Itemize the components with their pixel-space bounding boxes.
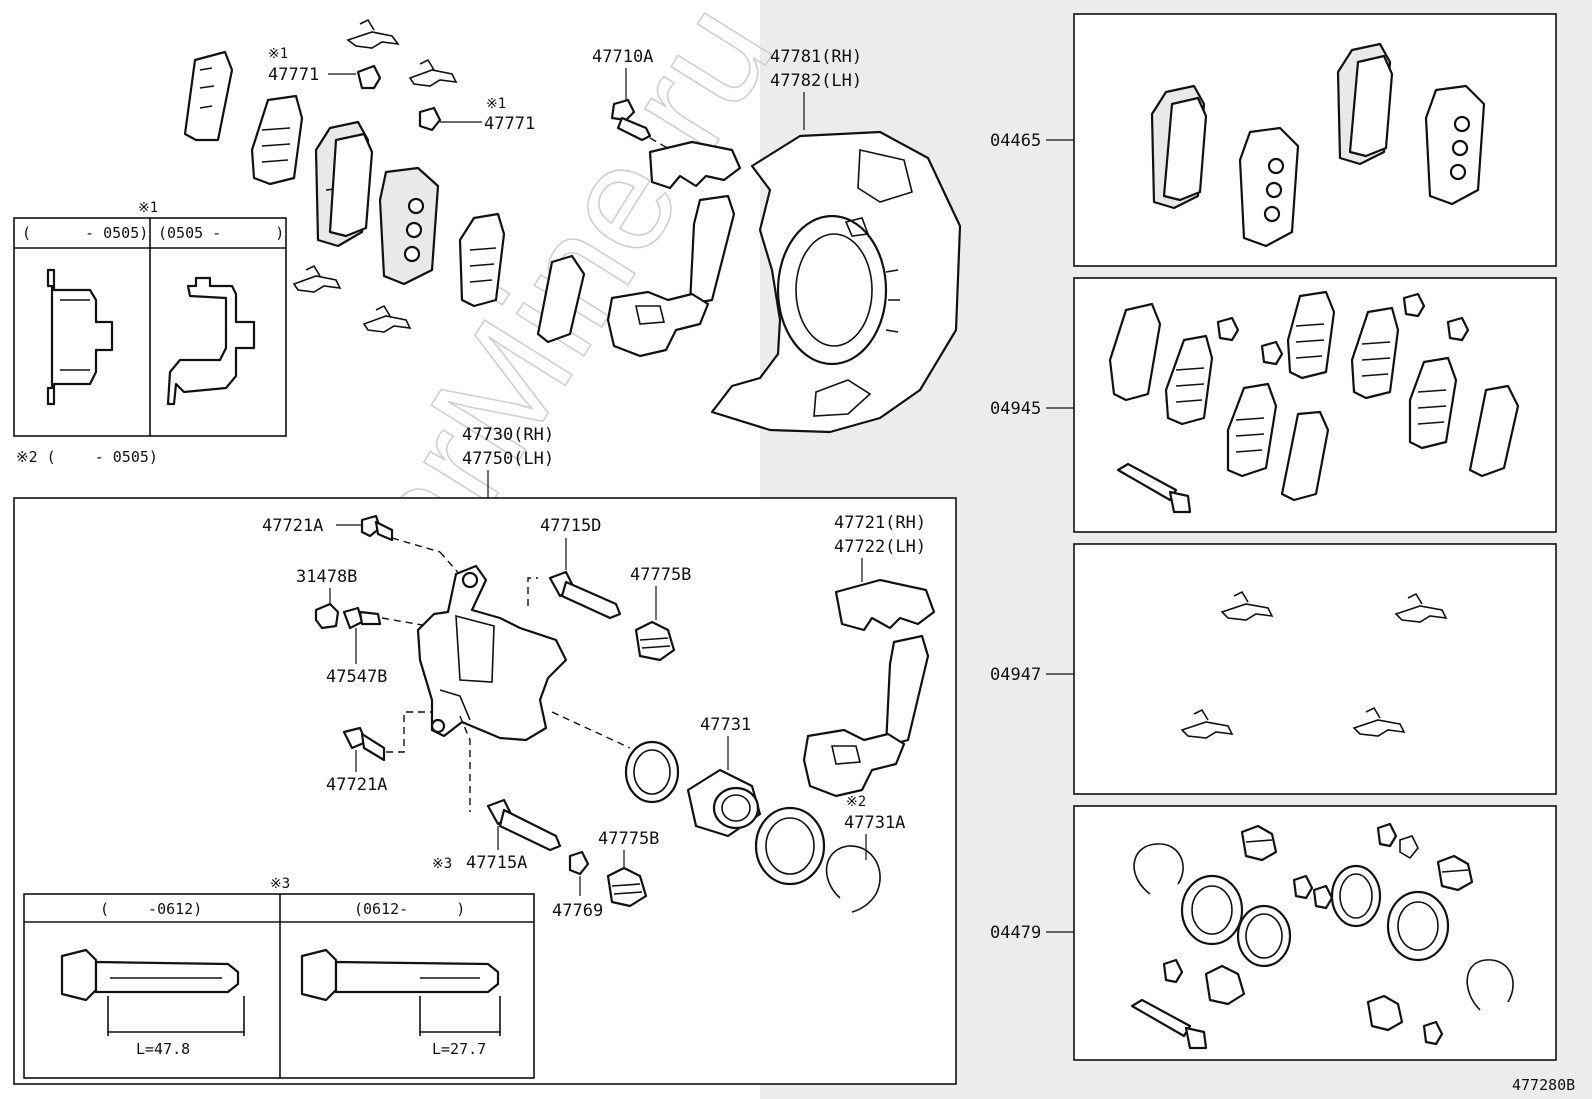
label-47721A-bottom: 47721A [326, 775, 387, 795]
cylinder-boot-large [754, 806, 826, 886]
label-47721A-top: 47721A [262, 516, 323, 536]
label-kit-04465: 04465 [990, 131, 1041, 151]
note-2: ※2 ( - 0505) [16, 448, 158, 466]
label-47782: 47782(LH) [770, 71, 862, 91]
label-47730: 47730(RH) [462, 425, 554, 445]
bleeder-plug-47547B[interactable] [342, 606, 382, 630]
mark-1c: ※1 [138, 200, 158, 216]
inset-1-col-1: ( - 0505) [22, 224, 148, 242]
mark-1b: ※1 [486, 96, 506, 112]
inset-3-col-2: (0612- ) [354, 900, 465, 918]
label-47775B-top: 47775B [630, 565, 691, 585]
pad-wear-indicator-a [356, 64, 382, 90]
mark-3a: ※3 [432, 856, 452, 872]
disc-brake-cylinder-mounting-upper [606, 140, 742, 358]
label-47721: 47721(RH) [834, 513, 926, 533]
bushing-47769[interactable] [568, 850, 590, 876]
bleeder-cap-31478B[interactable] [314, 602, 340, 630]
diagram-code: 477280B [1512, 1076, 1575, 1094]
label-47547B: 47547B [326, 667, 387, 687]
bleeder-plug-47721A-top[interactable] [360, 514, 394, 542]
inset-3-box: ( -0612) (0612- ) L=47.8 L=27.7 [23, 893, 535, 1079]
label-47775B-bottom: 47775B [598, 829, 659, 849]
brake-pad-outer[interactable] [378, 166, 440, 286]
kit-box-04947 [1073, 543, 1557, 795]
label-kit-04947: 04947 [990, 665, 1041, 685]
label-47769: 47769 [552, 901, 603, 921]
mark-2: ※2 [846, 794, 866, 810]
mark-3b: ※3 [270, 876, 290, 892]
label-47710A: 47710A [592, 47, 653, 67]
cylinder-piston-47731[interactable] [686, 768, 762, 838]
label-47781: 47781(RH) [770, 47, 862, 67]
mark-1a: ※1 [268, 46, 288, 62]
piston-seal-ring [624, 740, 680, 804]
pad-wear-indicator-b [418, 106, 442, 132]
cylinder-boot-47775B-top[interactable] [634, 620, 676, 662]
outer-shim [458, 212, 506, 308]
mounting-bolt-47710A[interactable] [610, 98, 652, 142]
inset-1-box: ( - 0505) (0505 - ) [13, 217, 287, 437]
disc-dust-cover[interactable] [710, 130, 962, 434]
anti-squeal-shim-left [183, 50, 234, 142]
anti-squeal-shim-right [536, 254, 586, 344]
label-47715D: 47715D [540, 516, 601, 536]
cylinder-boot-47775B-bottom[interactable] [606, 866, 648, 908]
slide-pin-47715A[interactable] [486, 798, 562, 852]
label-47771b: 47771 [484, 114, 535, 134]
label-47731A: 47731A [844, 813, 905, 833]
brake-pad-inner[interactable] [314, 120, 374, 248]
inner-shim [250, 94, 304, 186]
pad-support-plate-bottom-1 [292, 264, 342, 293]
kit-box-04479 [1073, 805, 1557, 1061]
bleeder-plug-47721A-bottom[interactable] [342, 726, 386, 762]
disc-brake-cylinder-mounting-47721[interactable] [802, 578, 936, 798]
inset-3-col-1: ( -0612) [100, 900, 202, 918]
boot-set-ring-47731A[interactable] [825, 845, 881, 913]
kit-box-04945 [1073, 277, 1557, 533]
inset-1-col-2: (0505 - ) [158, 224, 284, 242]
label-kit-04945: 04945 [990, 399, 1041, 419]
cylinder-caliper-body[interactable] [416, 564, 568, 742]
kit-box-04465 [1073, 13, 1557, 267]
label-47715A: 47715A [466, 853, 527, 873]
label-kit-04479: 04479 [990, 923, 1041, 943]
inset-3-length-1: L=47.8 [136, 1040, 190, 1058]
label-47750: 47750(LH) [462, 449, 554, 469]
label-47771a: 47771 [268, 65, 319, 85]
pad-support-plate-top-1 [346, 18, 400, 49]
pad-support-plate-top-2 [408, 58, 458, 87]
label-47731: 47731 [700, 715, 751, 735]
inset-3-length-2: L=27.7 [432, 1040, 486, 1058]
slide-pin-47715D[interactable] [548, 570, 622, 620]
label-31478B: 31478B [296, 567, 357, 587]
label-47722: 47722(LH) [834, 537, 926, 557]
pad-support-plate-bottom-2 [362, 304, 412, 333]
